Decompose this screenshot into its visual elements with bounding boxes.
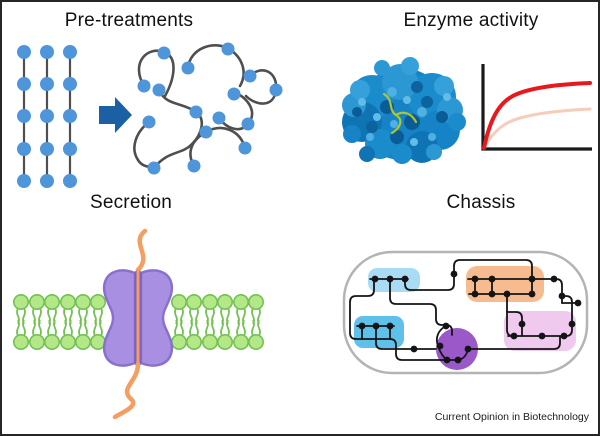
pathway-patch-lightblue	[368, 268, 420, 292]
panel-title-pre-treatments: Pre-treatments	[64, 10, 194, 31]
arrow-right-icon	[99, 97, 132, 133]
panel-title-chassis: Chassis	[446, 192, 516, 213]
ligand-graphic	[382, 92, 418, 135]
journal-credit: Current Opinion in Biotechnology	[434, 411, 589, 423]
panel-title-enzyme-activity: Enzyme activity	[403, 10, 539, 31]
panel-title-secretion: Secretion	[89, 192, 173, 213]
peptide-chain-graphic	[112, 268, 141, 420]
pathway-patch-pink	[504, 311, 576, 351]
enzyme-protein-graphic	[342, 57, 466, 164]
channel-protein-graphic	[102, 269, 174, 367]
cell-chassis-graphic	[342, 250, 589, 375]
linear-polymer-graphic	[17, 45, 77, 188]
cell-outline	[342, 250, 589, 375]
tangled-polymer-graphic	[133, 42, 283, 175]
faded-activity-curve	[482, 107, 592, 150]
red-activity-curve	[482, 81, 592, 150]
network-nodes	[358, 270, 582, 364]
activity-curve-chart	[481, 64, 592, 151]
peptide-chain-top-graphic	[135, 228, 148, 273]
pathway-patch-orange	[466, 266, 544, 302]
